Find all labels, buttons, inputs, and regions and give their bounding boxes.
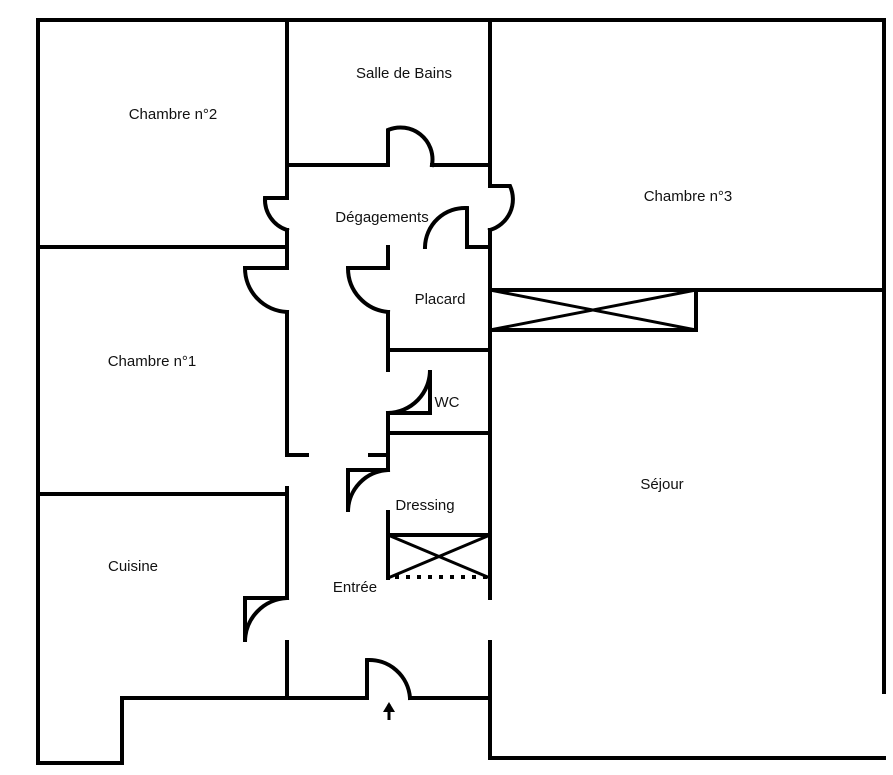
label-degagements: Dégagements xyxy=(335,209,428,226)
room-labels: Chambre n°2 Salle de Bains Chambre n°3 D… xyxy=(108,65,733,596)
label-cuisine: Cuisine xyxy=(108,558,158,575)
label-entree: Entrée xyxy=(333,579,377,596)
label-dressing: Dressing xyxy=(395,497,454,514)
wardrobe-symbols xyxy=(387,288,697,580)
door-wc xyxy=(385,369,432,416)
door-placard xyxy=(422,205,469,250)
door-chambre3 xyxy=(487,184,515,233)
door-entree xyxy=(365,657,413,701)
interior-walls xyxy=(36,18,886,700)
door-placard-lower xyxy=(345,266,391,315)
label-wc: WC xyxy=(435,394,460,411)
door-chambre1 xyxy=(242,266,290,315)
label-chambre3: Chambre n°3 xyxy=(644,188,733,205)
label-placard: Placard xyxy=(415,291,466,308)
label-chambre1: Chambre n°1 xyxy=(108,353,197,370)
label-chambre2: Chambre n°2 xyxy=(129,106,218,123)
door-cuisine xyxy=(242,595,290,643)
door-chambre2 xyxy=(262,196,290,233)
door-dressing xyxy=(345,467,391,513)
outer-walls xyxy=(36,18,886,765)
label-salle-de-bains: Salle de Bains xyxy=(356,65,452,82)
entrance-arrow-icon xyxy=(383,702,395,720)
doors xyxy=(242,125,515,701)
label-sejour: Séjour xyxy=(640,476,683,493)
door-salle-de-bains xyxy=(386,125,435,168)
